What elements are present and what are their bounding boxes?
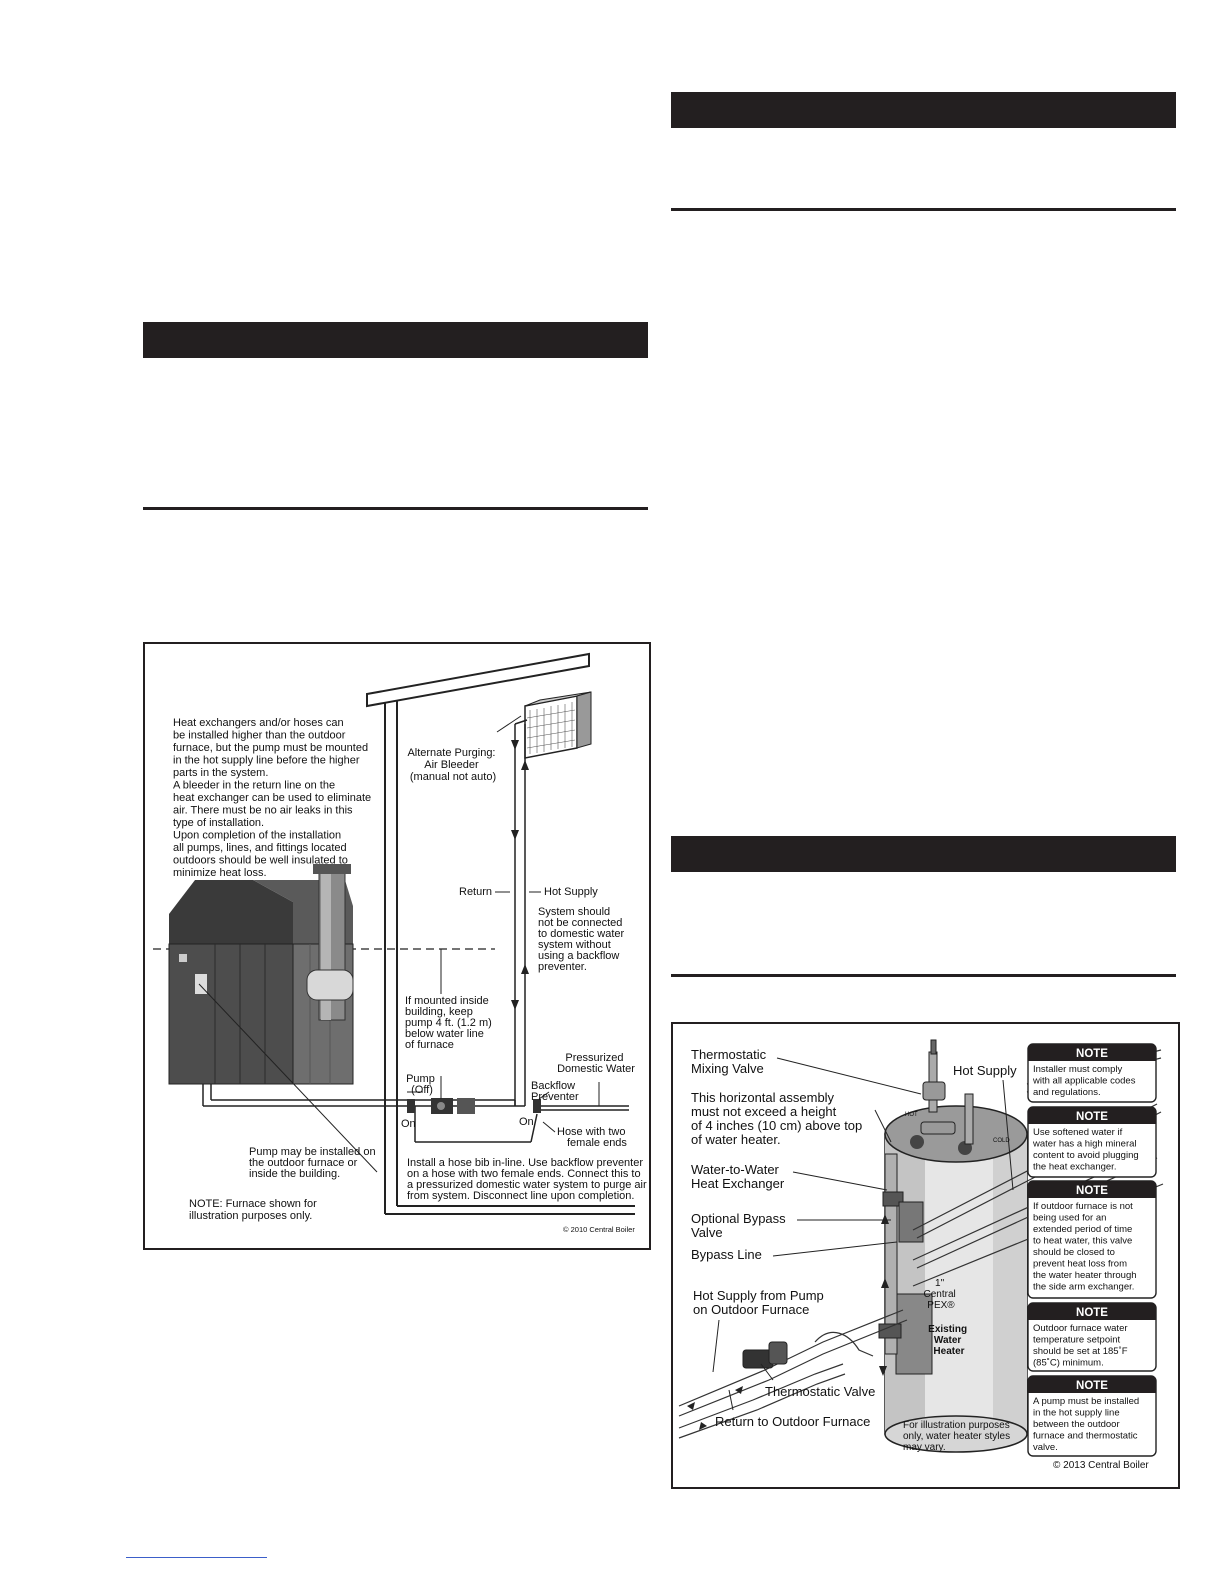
section-rule (671, 974, 1176, 977)
height-limit-note: This horizontal assembly must not exceed… (691, 1090, 866, 1147)
water-heater-tank (885, 1106, 1027, 1452)
footer-link-underline[interactable] (126, 1557, 267, 1558)
note-box: NOTE If outdoor furnace is not being use… (1028, 1181, 1156, 1298)
hot-supply-from-pump-label: Hot Supply from Pump on Outdoor Furnace (693, 1288, 827, 1317)
section-header-bar (671, 836, 1176, 872)
hose-label: Hose with two female ends (557, 1126, 629, 1149)
heat-exchanger-label: Water-to-Water Heat Exchanger (691, 1162, 785, 1191)
return-label: Return to Outdoor Furnace (715, 1414, 870, 1429)
section-rule (143, 507, 648, 510)
pump (431, 1098, 475, 1114)
thermostatic-valve-label: Thermostatic Valve (765, 1384, 875, 1399)
mounted-inside-note: If mounted inside building, keep pump 4 … (405, 995, 495, 1051)
bypass-line-label: Bypass Line (691, 1247, 762, 1262)
note-title: NOTE (1076, 1380, 1108, 1392)
hot-supply-label: Hot Supply (544, 886, 598, 898)
cold-tag: COLD (993, 1138, 1010, 1144)
thermostatic-valve (743, 1342, 787, 1368)
section-rule (671, 208, 1176, 211)
on-label: On (519, 1116, 534, 1128)
note-box: NOTE A pump must be installed in the hot… (1028, 1376, 1156, 1456)
pressurized-water-label: Pressurized Domestic Water (557, 1052, 635, 1075)
mixing-valve-assembly (921, 1040, 973, 1144)
bypass-valve-label: Optional Bypass Valve (691, 1211, 789, 1240)
hot-tag: HOT (905, 1112, 918, 1118)
mixing-valve-label: Thermostatic Mixing Valve (691, 1047, 770, 1076)
fig2-copyright: © 2013 Central Boiler (1053, 1460, 1149, 1471)
note-box: NOTE Use softened water if water has a h… (1028, 1107, 1156, 1177)
backflow-preventer-label: Backflow Preventer (531, 1080, 579, 1103)
pump-off-label: Pump (Off) (406, 1073, 438, 1096)
note-title: NOTE (1076, 1185, 1108, 1197)
alternate-purging-label: Alternate Purging: Air Bleeder (manual n… (407, 747, 498, 783)
heat-exchanger (525, 692, 591, 758)
fig1-copyright: © 2010 Central Boiler (563, 1225, 635, 1234)
furnace-note: NOTE: Furnace shown for illustration pur… (189, 1198, 320, 1222)
section-header-bar (671, 92, 1176, 128)
water-heater-illustration: Thermostatic Mixing Valve This horizonta… (671, 1022, 1180, 1489)
hot-supply-label: Hot Supply (953, 1063, 1017, 1078)
note-box: NOTE Installer must comply with all appl… (1028, 1044, 1156, 1102)
outdoor-furnace (169, 864, 353, 1084)
flow-arrows (511, 740, 529, 1010)
hose-bib-note: Install a hose bib in-line. Use backflow… (407, 1157, 649, 1202)
pump-location-note: Pump may be installed on the outdoor fur… (249, 1146, 379, 1180)
existing-heater-label: Existing Water Heater (928, 1324, 970, 1357)
on-label: On (401, 1118, 416, 1130)
section-header-bar (143, 322, 648, 358)
note-box: NOTE Outdoor furnace water temperature s… (1028, 1303, 1156, 1371)
note-title: NOTE (1076, 1307, 1108, 1319)
note-title: NOTE (1076, 1048, 1108, 1060)
return-label: Return (459, 886, 492, 898)
purge-illustration: Heat exchangers and/or hoses can be inst… (143, 642, 651, 1250)
note-title: NOTE (1076, 1111, 1108, 1123)
backflow-warning: System should not be connected to domest… (538, 906, 627, 973)
fig1-note-text: Heat exchangers and/or hoses can be inst… (173, 717, 374, 879)
